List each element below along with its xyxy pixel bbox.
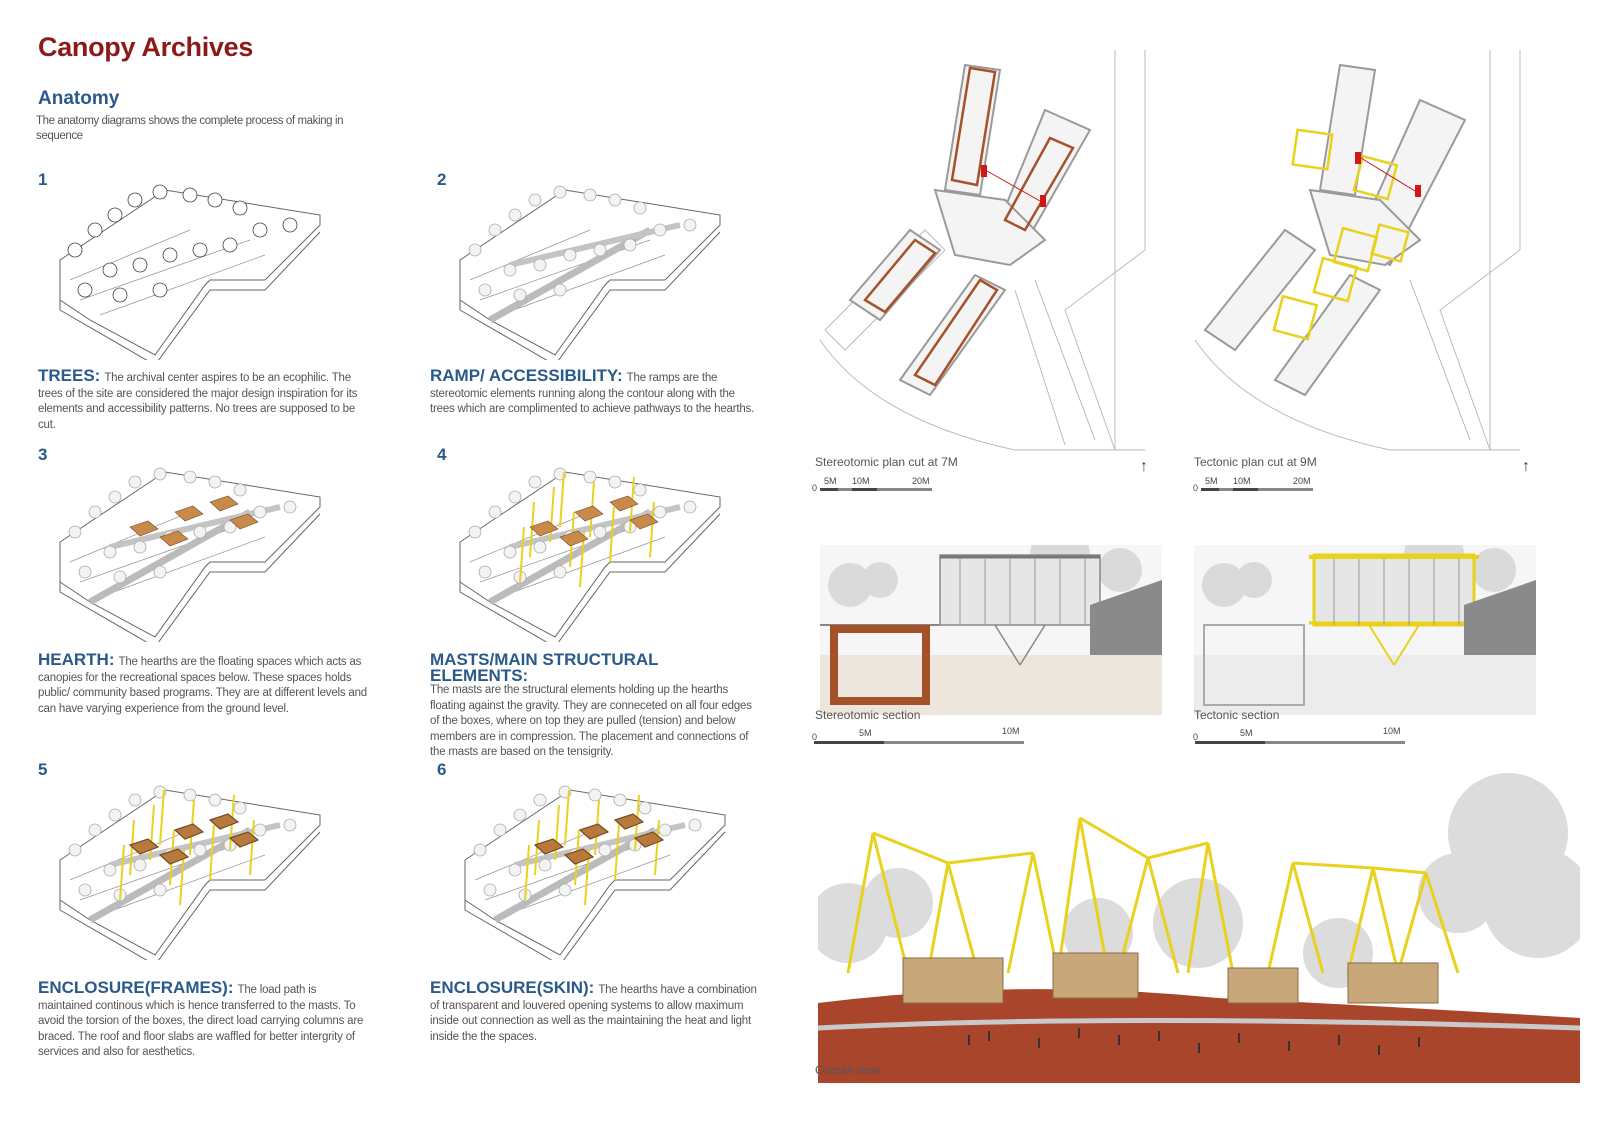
tectonic-plan-caption: Tectonic plan cut at 9M <box>1194 455 1317 469</box>
desc-enclosure-skin: ENCLOSURE(SKIN):The hearths have a combi… <box>430 978 760 1045</box>
scale-label: 20M <box>912 476 930 486</box>
stereotomic-section-caption: Stereotomic section <box>815 708 921 722</box>
page-title: Canopy Archives <box>38 32 254 62</box>
scale-label: 10M <box>852 476 870 486</box>
plan-scale-bar-right: 0 5M 10M 20M <box>1193 474 1318 496</box>
diagram-trees <box>50 170 350 360</box>
desc-heading: HEARTH: <box>38 650 115 669</box>
desc-body: The load path is maintained continous wh… <box>38 984 364 1058</box>
tectonic-section <box>1194 545 1536 715</box>
diagram-enclosure-frames <box>50 770 350 960</box>
step-number-2: 2 <box>437 170 447 189</box>
desc-heading: MASTS/MAIN STRUCTURAL ELEMENTS: <box>430 650 659 685</box>
desc-body: The hearths are the floating spaces whic… <box>38 656 367 715</box>
diagram-enclosure-skin <box>455 770 755 960</box>
tectonic-plan-drawing <box>1194 50 1521 451</box>
desc-heading: TREES: <box>38 366 101 385</box>
diagram-masts <box>450 452 750 642</box>
scale-bar-drawing: 0 5M 10M 20M <box>1193 476 1313 493</box>
step-number-6: 6 <box>437 760 447 779</box>
north-arrow-icon: ↑ <box>1522 458 1530 475</box>
scale-label: 20M <box>1293 476 1311 486</box>
scale-label: 0 <box>1193 732 1198 742</box>
overall-view-caption: Overall view <box>815 1063 881 1077</box>
desc-ramp: RAMP/ ACCESSIBILITY:The ramps are the st… <box>430 366 760 418</box>
scale-label: 5M <box>824 476 837 486</box>
scale-label: 5M <box>1205 476 1218 486</box>
stereotomic-section <box>820 545 1162 715</box>
section-scale-bar-left: 0 5M 10M <box>812 726 1034 748</box>
overall-view-render <box>818 773 1580 1083</box>
desc-body: The archival center aspires to be an eco… <box>38 372 358 431</box>
plan-scale-bar-left: 0 5M 10M 20M <box>812 474 937 496</box>
stereotomic-plan <box>815 50 1175 455</box>
axonometric-drawing <box>459 467 721 642</box>
tectonic-section-caption: Tectonic section <box>1194 708 1280 722</box>
scale-bar-drawing: 0 5M 10M <box>812 726 1024 744</box>
step-number-5: 5 <box>38 760 48 779</box>
intro-text: The anatomy diagrams shows the complete … <box>36 115 344 142</box>
scale-label: 10M <box>1383 726 1401 736</box>
diagram-hearth <box>50 452 350 642</box>
scale-label: 5M <box>859 728 872 738</box>
scale-label: 10M <box>1002 726 1020 736</box>
desc-body: The masts are the structural elements ho… <box>430 684 752 758</box>
desc-trees: TREES:The archival center aspires to be … <box>38 366 368 433</box>
desc-body: The ramps are the stereotomic elements r… <box>430 372 755 415</box>
tectonic-section-drawing <box>1194 545 1536 715</box>
scale-label: 0 <box>1193 483 1198 493</box>
tectonic-plan <box>1190 50 1550 455</box>
scale-label: 10M <box>1233 476 1251 486</box>
scale-bar-drawing: 0 5M 10M <box>1193 726 1405 744</box>
axonometric-drawing <box>59 785 321 960</box>
north-arrow-icon: ↑ <box>1140 458 1148 475</box>
axonometric-drawing <box>464 785 726 960</box>
axonometric-drawing <box>459 185 721 360</box>
section-subtitle: Anatomy <box>38 88 120 109</box>
desc-heading: ENCLOSURE(FRAMES): <box>38 978 234 997</box>
desc-masts: MASTS/MAIN STRUCTURAL ELEMENTS:The masts… <box>430 650 760 761</box>
desc-heading: RAMP/ ACCESSIBILITY: <box>430 366 623 385</box>
scale-label: 0 <box>812 732 817 742</box>
desc-hearth: HEARTH:The hearths are the floating spac… <box>38 650 368 717</box>
scale-bar-drawing: 0 5M 10M 20M <box>812 476 932 493</box>
scale-label: 0 <box>812 483 817 493</box>
axonometric-drawing <box>59 184 321 360</box>
desc-body: The hearths have a combination of transp… <box>430 984 757 1043</box>
stereotomic-plan-caption: Stereotomic plan cut at 7M <box>815 455 958 469</box>
desc-heading: ENCLOSURE(SKIN): <box>430 978 595 997</box>
step-number-3: 3 <box>38 445 48 464</box>
axonometric-drawing <box>59 467 321 642</box>
diagram-ramp <box>450 170 750 360</box>
section-scale-bar-right: 0 5M 10M <box>1193 726 1415 748</box>
step-number-1: 1 <box>38 170 48 189</box>
stereotomic-plan-drawing <box>819 50 1146 451</box>
stereotomic-section-drawing <box>820 545 1162 715</box>
desc-enclosure-frames: ENCLOSURE(FRAMES):The load path is maint… <box>38 978 368 1061</box>
step-number-4: 4 <box>437 445 447 464</box>
scale-label: 5M <box>1240 728 1253 738</box>
overall-view-drawing <box>818 773 1580 1083</box>
